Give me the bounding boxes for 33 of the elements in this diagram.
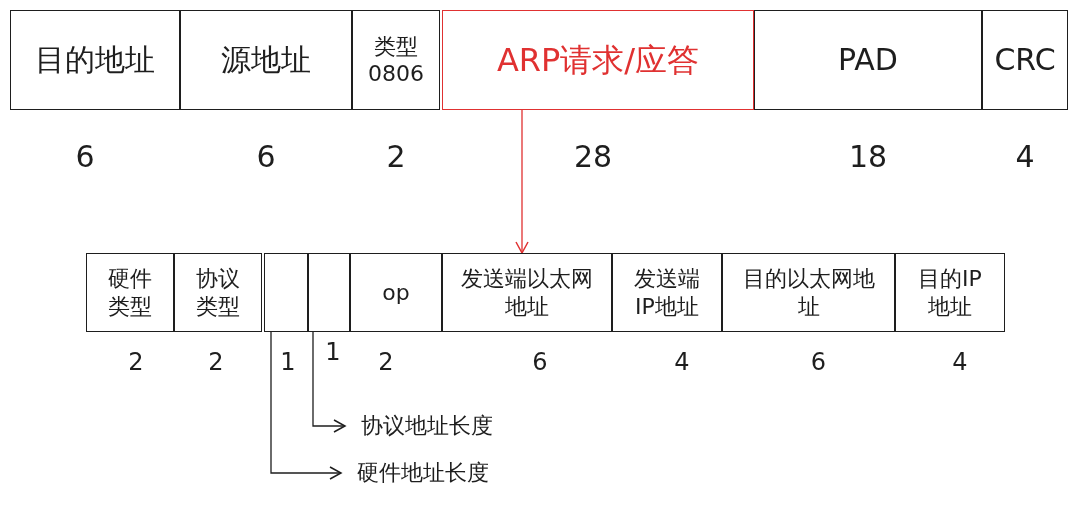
field-name: ARP请求/应答	[496, 40, 700, 80]
byte-length: 2	[386, 139, 406, 174]
field-name: 发送端IP地址	[633, 265, 701, 320]
byte-length: 1	[280, 348, 296, 376]
field-name: 目的以太网地址	[741, 265, 876, 320]
field-name: 发送端以太网地址	[460, 265, 594, 320]
field-name: 目的地址	[35, 41, 155, 79]
leader-arrow	[270, 331, 342, 480]
byte-length: 6	[532, 348, 548, 376]
field-name: 类型 0806	[367, 32, 425, 88]
byte-length: 1	[325, 338, 341, 366]
byte-length: 2	[208, 348, 224, 376]
field-name: 目的IP地址	[917, 265, 983, 320]
byte-length: 28	[573, 139, 613, 174]
byte-length: 4	[952, 348, 968, 376]
field-name: 协议类型	[195, 265, 241, 320]
byte-length: 18	[848, 139, 888, 174]
arrow	[515, 109, 529, 254]
byte-length: 4	[674, 348, 690, 376]
field-name: CRC	[994, 41, 1056, 79]
byte-length: 2	[378, 348, 394, 376]
byte-length: 6	[256, 139, 276, 174]
field-name: op	[382, 278, 410, 307]
annotation-text: 硬件地址长度	[357, 459, 489, 487]
byte-length: 2	[128, 348, 144, 376]
field-name: 源地址	[221, 41, 311, 79]
field-name: PAD	[838, 41, 898, 79]
byte-length: 6	[75, 139, 95, 174]
byte-length: 6	[810, 348, 827, 376]
byte-length: 4	[1015, 139, 1035, 174]
field-name: 硬件类型	[107, 265, 153, 320]
leader-arrow	[312, 331, 346, 433]
annotation-text: 协议地址长度	[361, 412, 493, 440]
